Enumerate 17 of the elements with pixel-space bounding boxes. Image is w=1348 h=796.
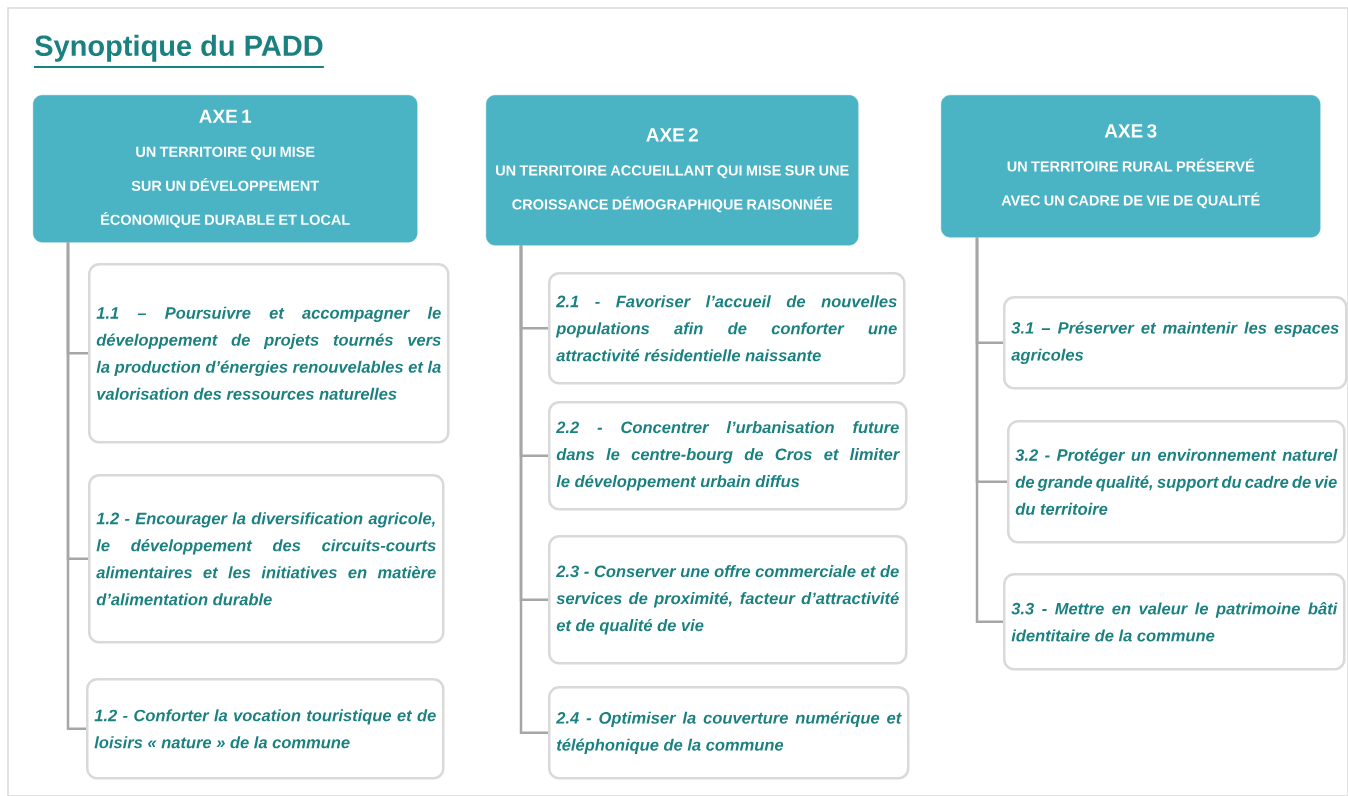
objective-box: 3.2 - Protéger un environnement naturel de grande qualité, support du cadre de vie du territoire xyxy=(1007,420,1346,544)
objective-box: 2.4 - Optimiser la couverture numérique et téléphonique de la commune xyxy=(548,686,910,780)
objective-box: 2.1 - Favoriser l’accueil de nouvelles populations afin de conforter une attractivité résidentielle naissante xyxy=(548,272,906,385)
objective-box: 2.2 - Concentrer l’urbanisation future dans le centre-bourg de Cros et limiter le développement urbain diffus xyxy=(548,401,908,511)
title: Synoptique du PADD xyxy=(35,34,323,62)
axis-header-box: AXE 1 UN TERRITOIRE QUI MISE SUR UN DÉVELOPPEMENT ÉCONOMIQUE DURABLE ET LOCAL xyxy=(33,95,418,243)
connector-line xyxy=(975,237,1003,623)
objective-box: 1.1 – Poursuivre et accompagner le développement de projets tournés vers la production d’énergies renouvelables et la valorisation des ressources naturelles xyxy=(88,263,450,444)
objective-box: 1.2 - Conforter la vocation touristique et de loisirs « nature » de la commune xyxy=(86,678,445,780)
objective-box: 1.2 - Encourager la diversification agricole, le développement des circuits-courts alimentaires et les initiatives en matière d’alimentation durable xyxy=(88,474,445,644)
axis-header-box: AXE 2 UN TERRITOIRE ACCUEILLANT QUI MISE SUR UNE CROISSANCE DÉMOGRAPHIQUE RAISONNÉE xyxy=(486,95,859,246)
objective-box: 2.3 - Conserver une offre commerciale et de services de proximité, facteur d’attractivité et de qualité de vie xyxy=(548,535,908,665)
objective-box: 3.3 - Mettre en valeur le patrimoine bâti identitaire de la commune xyxy=(1003,573,1346,671)
connector-line xyxy=(519,245,548,734)
axis-header-box: AXE 3 UN TERRITOIRE RURAL PRÉSERVÉ AVEC UN CADRE DE VIE DE QUALITÉ xyxy=(941,95,1321,238)
objective-box: 3.1 – Préserver et maintenir les espaces agricoles xyxy=(1003,296,1348,390)
connector-line xyxy=(66,242,86,730)
